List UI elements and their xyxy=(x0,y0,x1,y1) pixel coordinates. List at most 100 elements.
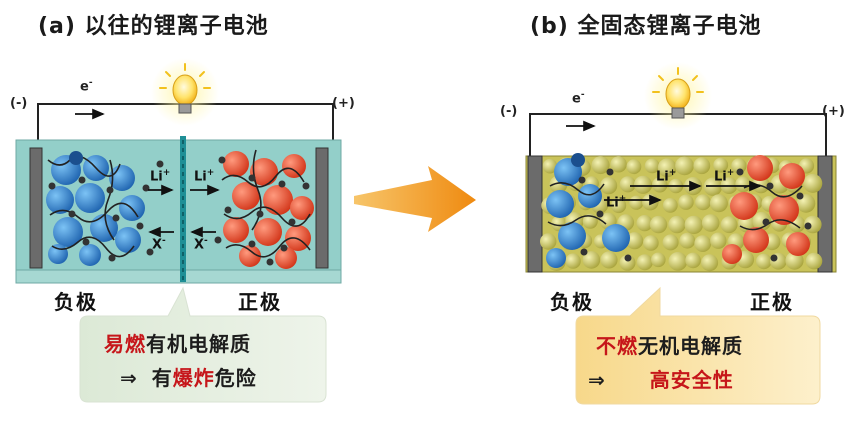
left-pos-terminal: (+) xyxy=(332,96,355,111)
electrolyte-granule xyxy=(693,157,711,175)
electrolyte-granule xyxy=(542,158,558,174)
left-callout-organic: 有机电解质 xyxy=(146,332,251,356)
right-callout-nonflammable: 不燃 xyxy=(596,334,638,358)
left-neg-collector xyxy=(29,147,43,269)
left-cell-floor xyxy=(15,269,342,284)
electrolyte-granule xyxy=(565,253,581,269)
left-cathode-binder xyxy=(221,149,311,258)
right-callout-line-1: 不燃无机电解质 xyxy=(596,330,743,359)
left-battery xyxy=(15,58,342,403)
electrolyte-granule xyxy=(662,198,678,213)
right-pos-electrode-label: 正极 xyxy=(750,290,794,314)
right-callout-line-2: ⇒ 高安全性 xyxy=(588,364,734,393)
left-anode-dots xyxy=(48,160,164,262)
electrolyte-granule xyxy=(695,194,711,211)
electrolyte-granule xyxy=(701,254,719,272)
electrolyte-granule xyxy=(610,156,627,173)
electrolyte-granule xyxy=(649,215,668,234)
right-li-label-3: Li+ xyxy=(714,168,735,185)
electrolyte-granule xyxy=(636,254,653,271)
electrolyte-granule xyxy=(582,251,601,269)
right-electron-badge xyxy=(571,153,585,167)
electrolyte-granule xyxy=(675,156,694,176)
right-panel-title: (b) 全固态锂离子电池 xyxy=(530,14,762,39)
right-bulb-icon xyxy=(665,78,691,110)
electrolyte-granule xyxy=(600,251,618,269)
electrolyte-granule xyxy=(591,156,610,175)
right-bulb-base xyxy=(671,107,685,119)
electrolyte-granule xyxy=(619,254,636,271)
right-callout-arrow-icon: ⇒ xyxy=(588,368,606,392)
electrolyte-granule xyxy=(803,173,823,193)
right-callout-inorganic: 无机电解质 xyxy=(638,334,743,358)
right-battery xyxy=(525,62,837,405)
electrolyte-granule xyxy=(731,158,747,174)
left-cathode-dots xyxy=(214,156,310,266)
electrolyte-granule xyxy=(678,194,694,210)
electrolyte-granule xyxy=(652,177,668,193)
electrolyte-granule xyxy=(668,215,686,234)
left-callout-flammable: 易燃 xyxy=(104,332,146,356)
right-bulb-rays xyxy=(652,67,704,93)
electrolyte-granule xyxy=(701,214,720,232)
left-callout-explosion: 爆炸 xyxy=(172,366,215,390)
left-bulb-icon xyxy=(172,74,198,106)
electrolyte-granule xyxy=(713,157,729,173)
electrolyte-granule xyxy=(805,252,823,270)
left-electron-badge xyxy=(69,151,83,165)
electrolyte-granule xyxy=(540,233,557,250)
left-li-label-1: Li+ xyxy=(150,168,171,185)
electrolyte-granule xyxy=(636,215,653,232)
electrolyte-granule xyxy=(679,232,696,249)
electrolyte-granule xyxy=(668,252,688,271)
electrolyte-granule xyxy=(785,251,804,270)
left-callout-arrow-icon: ⇒ xyxy=(120,366,138,390)
left-x-label-1: X- xyxy=(152,236,166,253)
electrolyte-granule xyxy=(643,235,659,251)
left-panel-title: (a) 以往的锂离子电池 xyxy=(38,14,269,39)
left-callout-line-2: ⇒ 有爆炸危险 xyxy=(120,366,257,390)
electrolyte-granule xyxy=(752,211,772,231)
electrolyte-granule xyxy=(709,194,728,213)
electrolyte-granule xyxy=(626,159,642,175)
right-pos-collector xyxy=(817,155,833,273)
right-cathode-particles xyxy=(722,155,810,264)
electrolyte-granule xyxy=(685,252,701,269)
electrolyte-granule xyxy=(651,252,666,268)
left-callout-bubble xyxy=(79,286,327,403)
right-dots xyxy=(578,168,812,262)
right-electron-label: e- xyxy=(572,90,585,107)
electrolyte-granule xyxy=(720,216,738,234)
electrolyte-granule xyxy=(657,158,677,178)
electrolyte-granule xyxy=(756,253,772,270)
right-neg-collector xyxy=(527,155,543,273)
right-li-label-1: Li+ xyxy=(606,194,627,211)
left-pos-electrode-label: 正极 xyxy=(238,290,282,314)
electrolyte-granule xyxy=(611,197,627,214)
electrolyte-granule xyxy=(619,176,636,193)
electrolyte-granule xyxy=(735,176,751,193)
left-bulb-base xyxy=(178,103,192,114)
left-electron-label: e- xyxy=(80,78,93,95)
right-neg-electrode-label: 负极 xyxy=(550,290,594,314)
electrolyte-granule xyxy=(626,232,644,250)
left-callout-line-1: 易燃有机电解质 xyxy=(104,328,251,357)
center-transition-arrow xyxy=(354,166,476,232)
left-x-label-2: X- xyxy=(194,236,208,253)
right-anode-particles xyxy=(546,158,630,268)
right-pos-terminal: (+) xyxy=(822,104,845,119)
left-neg-electrode-label: 负极 xyxy=(54,290,98,314)
electrolyte-granule xyxy=(662,234,679,251)
right-neg-terminal: (-) xyxy=(500,104,518,119)
left-cathode-particles xyxy=(223,151,314,269)
right-callout-bubble xyxy=(575,286,821,405)
electrolyte-granule xyxy=(644,158,660,174)
electrolyte-granule xyxy=(684,215,703,235)
electrolyte-granule xyxy=(633,175,653,194)
left-separator xyxy=(180,136,186,282)
right-callout-high-safety: 高安全性 xyxy=(649,368,734,392)
electrolyte-granule xyxy=(629,195,644,210)
left-pos-collector xyxy=(315,147,329,269)
left-li-label-2: Li+ xyxy=(194,168,215,185)
electrolyte-granule xyxy=(710,232,727,249)
